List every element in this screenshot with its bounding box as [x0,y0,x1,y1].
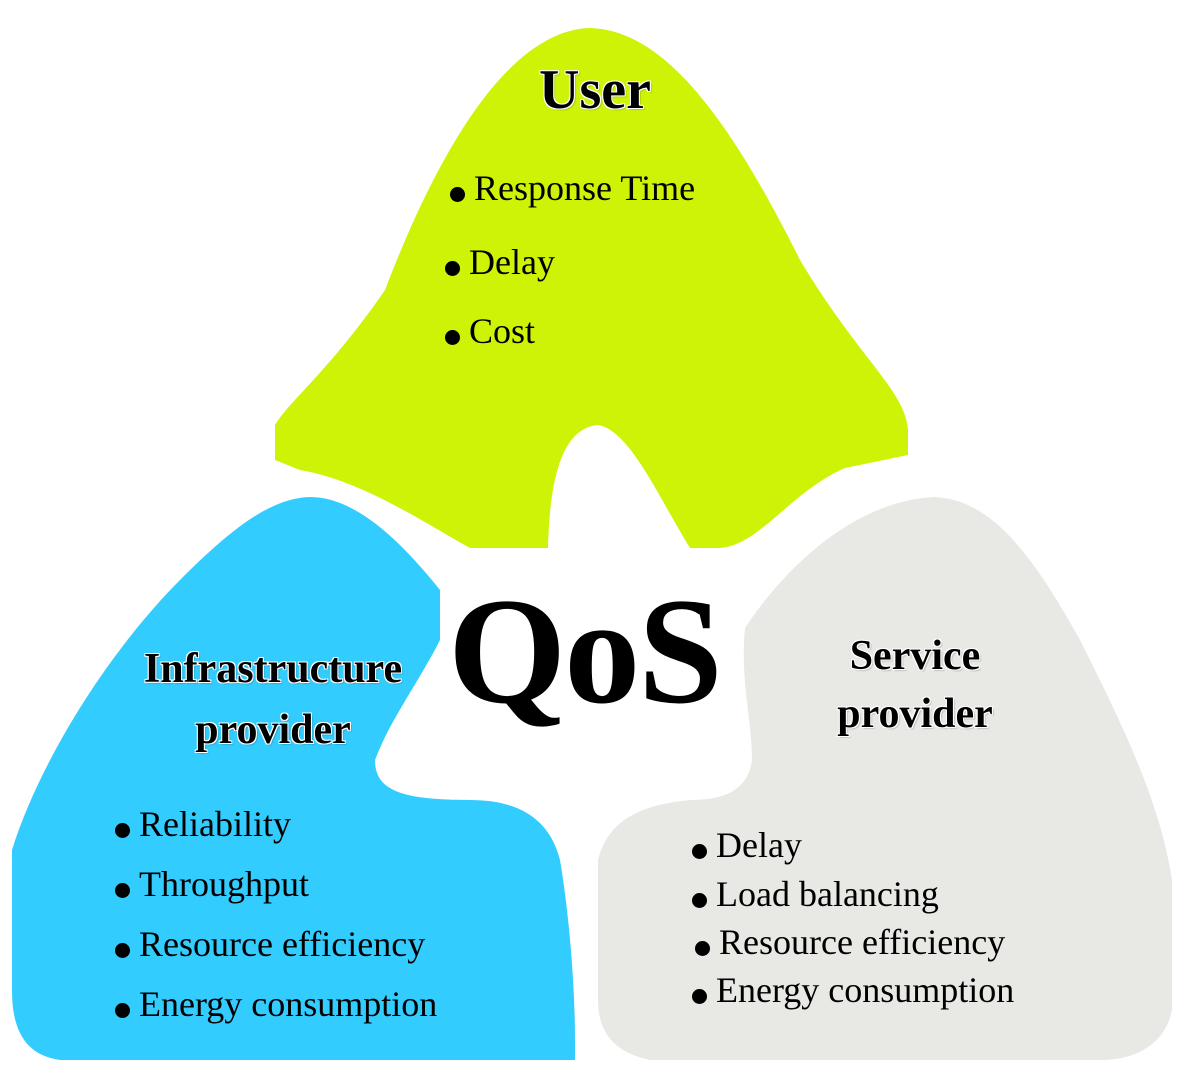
bullet-icon [445,260,460,276]
infrastructure-item-label: Reliability [139,804,291,844]
user-item: Delay [445,244,555,280]
bullet-icon [115,1002,130,1018]
bullet-icon [692,843,707,859]
service-item: Resource efficiency [695,924,1005,960]
service-item-label: Load balancing [716,874,939,914]
infrastructure-item: Reliability [115,806,291,842]
service-item-label: Energy consumption [716,970,1015,1010]
service-item-label: Delay [716,825,802,865]
infrastructure-item-label: Throughput [139,864,309,904]
qos-title: QoS [448,567,723,735]
user-heading: User [539,59,651,121]
infrastructure-heading-line2: provider [195,707,351,753]
service-item: Delay [692,827,802,863]
service-shape [598,497,1172,1060]
user-item-label: Response Time [474,168,696,208]
bullet-icon [692,988,707,1004]
bullet-icon [115,882,130,898]
infrastructure-item: Throughput [115,866,309,902]
service-item: Load balancing [692,876,939,912]
user-item-label: Delay [469,242,555,282]
bullet-icon [115,822,130,838]
infrastructure-item-label: Resource efficiency [139,924,426,964]
user-item: Response Time [450,170,695,206]
user-item-label: Cost [469,311,536,351]
service-heading-line1: Service [849,633,981,679]
infrastructure-item: Energy consumption [115,986,437,1022]
bullet-icon [445,329,460,345]
bullet-icon [692,892,707,908]
infrastructure-heading-line1: Infrastructure [143,646,403,692]
infrastructure-shape [12,497,575,1060]
service-heading-line2: provider [837,691,993,737]
bullet-icon [695,940,710,956]
user-shape [275,28,908,548]
user-item: Cost [445,313,535,349]
service-item-label: Resource efficiency [719,922,1006,962]
infrastructure-item: Resource efficiency [115,926,425,962]
bullet-icon [450,186,465,202]
bullet-icon [115,942,130,958]
infrastructure-item-label: Energy consumption [139,984,438,1024]
service-item: Energy consumption [692,972,1014,1008]
